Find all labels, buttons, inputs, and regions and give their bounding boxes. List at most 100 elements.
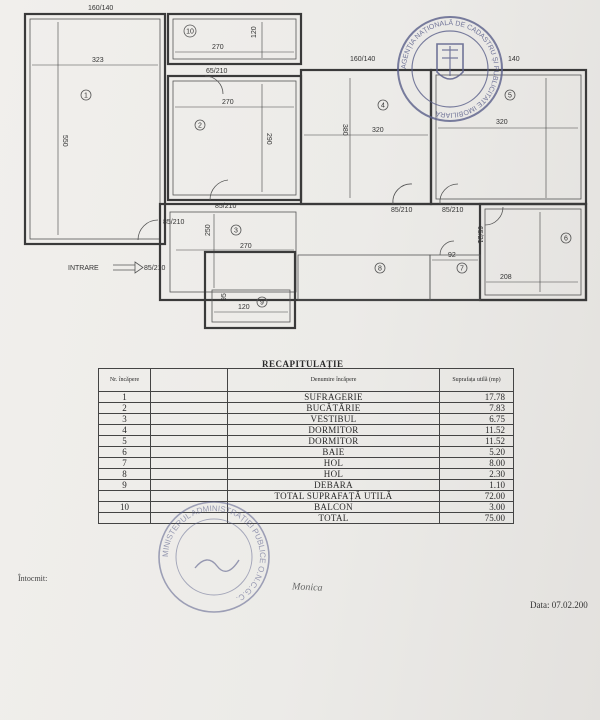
- dim-label: 323: [92, 57, 104, 64]
- recap-cell-area: 75.00: [439, 512, 514, 524]
- recap-cell-area: 1.10: [439, 479, 514, 491]
- recap-cell-blank: [150, 479, 228, 491]
- dim-label: 160/140: [350, 56, 375, 63]
- recap-title: RECAPITULAȚIE: [262, 359, 344, 369]
- dim-label: 208: [500, 274, 512, 281]
- recap-cell-nr: 7: [98, 457, 151, 469]
- recap-cell-area: 72.00: [439, 490, 514, 502]
- recap-cell-nr: 8: [98, 468, 151, 480]
- dim-label: 85/210: [144, 265, 166, 272]
- prepared-by-label: Întocmit:: [18, 574, 48, 583]
- recap-cell-name: HOL: [227, 468, 440, 480]
- cadastre-stamp: AGENȚIA NAȚIONALĂ DE CADASTRU ȘI PUBLICI…: [397, 16, 503, 122]
- header-nr: Nr. încăpere: [98, 368, 151, 392]
- dim-label: 120: [251, 26, 258, 38]
- recap-cell-name: VESTIBUL: [227, 413, 440, 425]
- recap-cell-area: 8.00: [439, 457, 514, 469]
- recap-cell-area: 7.83: [439, 402, 514, 414]
- recap-cell-blank: [150, 413, 228, 425]
- recap-cell-nr: 2: [98, 402, 151, 414]
- recap-cell-name: SUFRAGERIE: [227, 391, 440, 403]
- room-label-4: 4: [381, 103, 385, 110]
- dim-label: 160/140: [88, 5, 113, 12]
- dim-label: 140: [508, 56, 520, 63]
- dim-label: 85/210: [442, 207, 464, 214]
- dim-label: 85/210: [391, 207, 413, 214]
- dim-label: 65/210: [206, 68, 228, 75]
- recap-cell-blank: [150, 424, 228, 436]
- dim-label: 380: [341, 124, 348, 136]
- recap-cell-nr: [98, 490, 151, 502]
- recap-cell-blank: [150, 402, 228, 414]
- dim-label: 270: [222, 99, 234, 106]
- recap-cell-nr: [98, 512, 151, 524]
- recap-cell-nr: 10: [98, 501, 151, 513]
- dim-label: 85/210: [163, 219, 185, 226]
- recap-cell-name: BAIE: [227, 446, 440, 458]
- recap-cell-area: 5.20: [439, 446, 514, 458]
- dim-label: 550: [61, 135, 68, 147]
- recap-cell-name: BUCĂTĂRIE: [227, 402, 440, 414]
- coat-of-arms-icon: [436, 43, 464, 80]
- room-labels: 1 2 3 4 5 6 7 8 9 10: [80, 24, 572, 308]
- room-label-3: 3: [234, 228, 238, 235]
- recap-cell-name: DORMITOR: [227, 435, 440, 447]
- room-label-6: 6: [564, 236, 568, 243]
- recap-cell-nr: 9: [98, 479, 151, 491]
- dim-label: 320: [372, 127, 384, 134]
- document-date: Data: 07.02.200: [530, 600, 588, 610]
- dim-label: 65/21: [476, 226, 483, 244]
- dim-label: 270: [240, 243, 252, 250]
- recap-cell-blank: [150, 446, 228, 458]
- dim-label: 95: [221, 293, 228, 301]
- recap-cell-name: HOL: [227, 457, 440, 469]
- recap-header-row: Nr. încăpere Denumire încăpere Suprafața…: [98, 368, 514, 392]
- walls: [23, 12, 588, 330]
- dimension-labels: 160/140 323 550 270 120 65/210 270 290 1…: [61, 5, 520, 311]
- recap-cell-name: DORMITOR: [227, 424, 440, 436]
- dim-label: 290: [265, 133, 272, 145]
- floor-plan: 1 2 3 4 5 6 7 8 9 10 160/140 323 550 270: [23, 5, 588, 330]
- recap-cell-area: 11.52: [439, 424, 514, 436]
- recap-table: Nr. încăpere Denumire încăpere Suprafața…: [98, 368, 514, 524]
- dim-label: 85/210: [215, 203, 237, 210]
- recap-cell-nr: 6: [98, 446, 151, 458]
- recap-cell-area: 17.78: [439, 391, 514, 403]
- header-name: Denumire încăpere: [227, 368, 440, 392]
- dim-label: 320: [496, 119, 508, 126]
- recap-cell-blank: [150, 435, 228, 447]
- recap-cell-nr: 3: [98, 413, 151, 425]
- signature-scribble-icon: [194, 559, 240, 572]
- recap-cell-nr: 1: [98, 391, 151, 403]
- dim-label: 92: [448, 252, 456, 259]
- recap-cell-area: 3.00: [439, 501, 514, 513]
- recap-cell-nr: 5: [98, 435, 151, 447]
- recap-cell-blank: [150, 468, 228, 480]
- oncgc-stamp: MINISTERUL ADMINISTRAȚIEI PUBLICE O.N.C.…: [158, 501, 270, 613]
- dim-label: 120: [238, 304, 250, 311]
- room-label-9: 9: [260, 300, 264, 307]
- header-area: Suprafața utilă (mp): [439, 368, 514, 392]
- signature-text: Monica: [291, 581, 323, 594]
- recap-cell-area: 2.30: [439, 468, 514, 480]
- recap-cell-blank: [150, 391, 228, 403]
- room-label-2: 2: [198, 123, 202, 130]
- recap-cell-nr: 4: [98, 424, 151, 436]
- recap-cell-area: 6.75: [439, 413, 514, 425]
- recap-cell-area: 11.52: [439, 435, 514, 447]
- recap-cell-name: DEBARA: [227, 479, 440, 491]
- room-label-8: 8: [378, 266, 382, 273]
- room-label-1: 1: [84, 93, 88, 100]
